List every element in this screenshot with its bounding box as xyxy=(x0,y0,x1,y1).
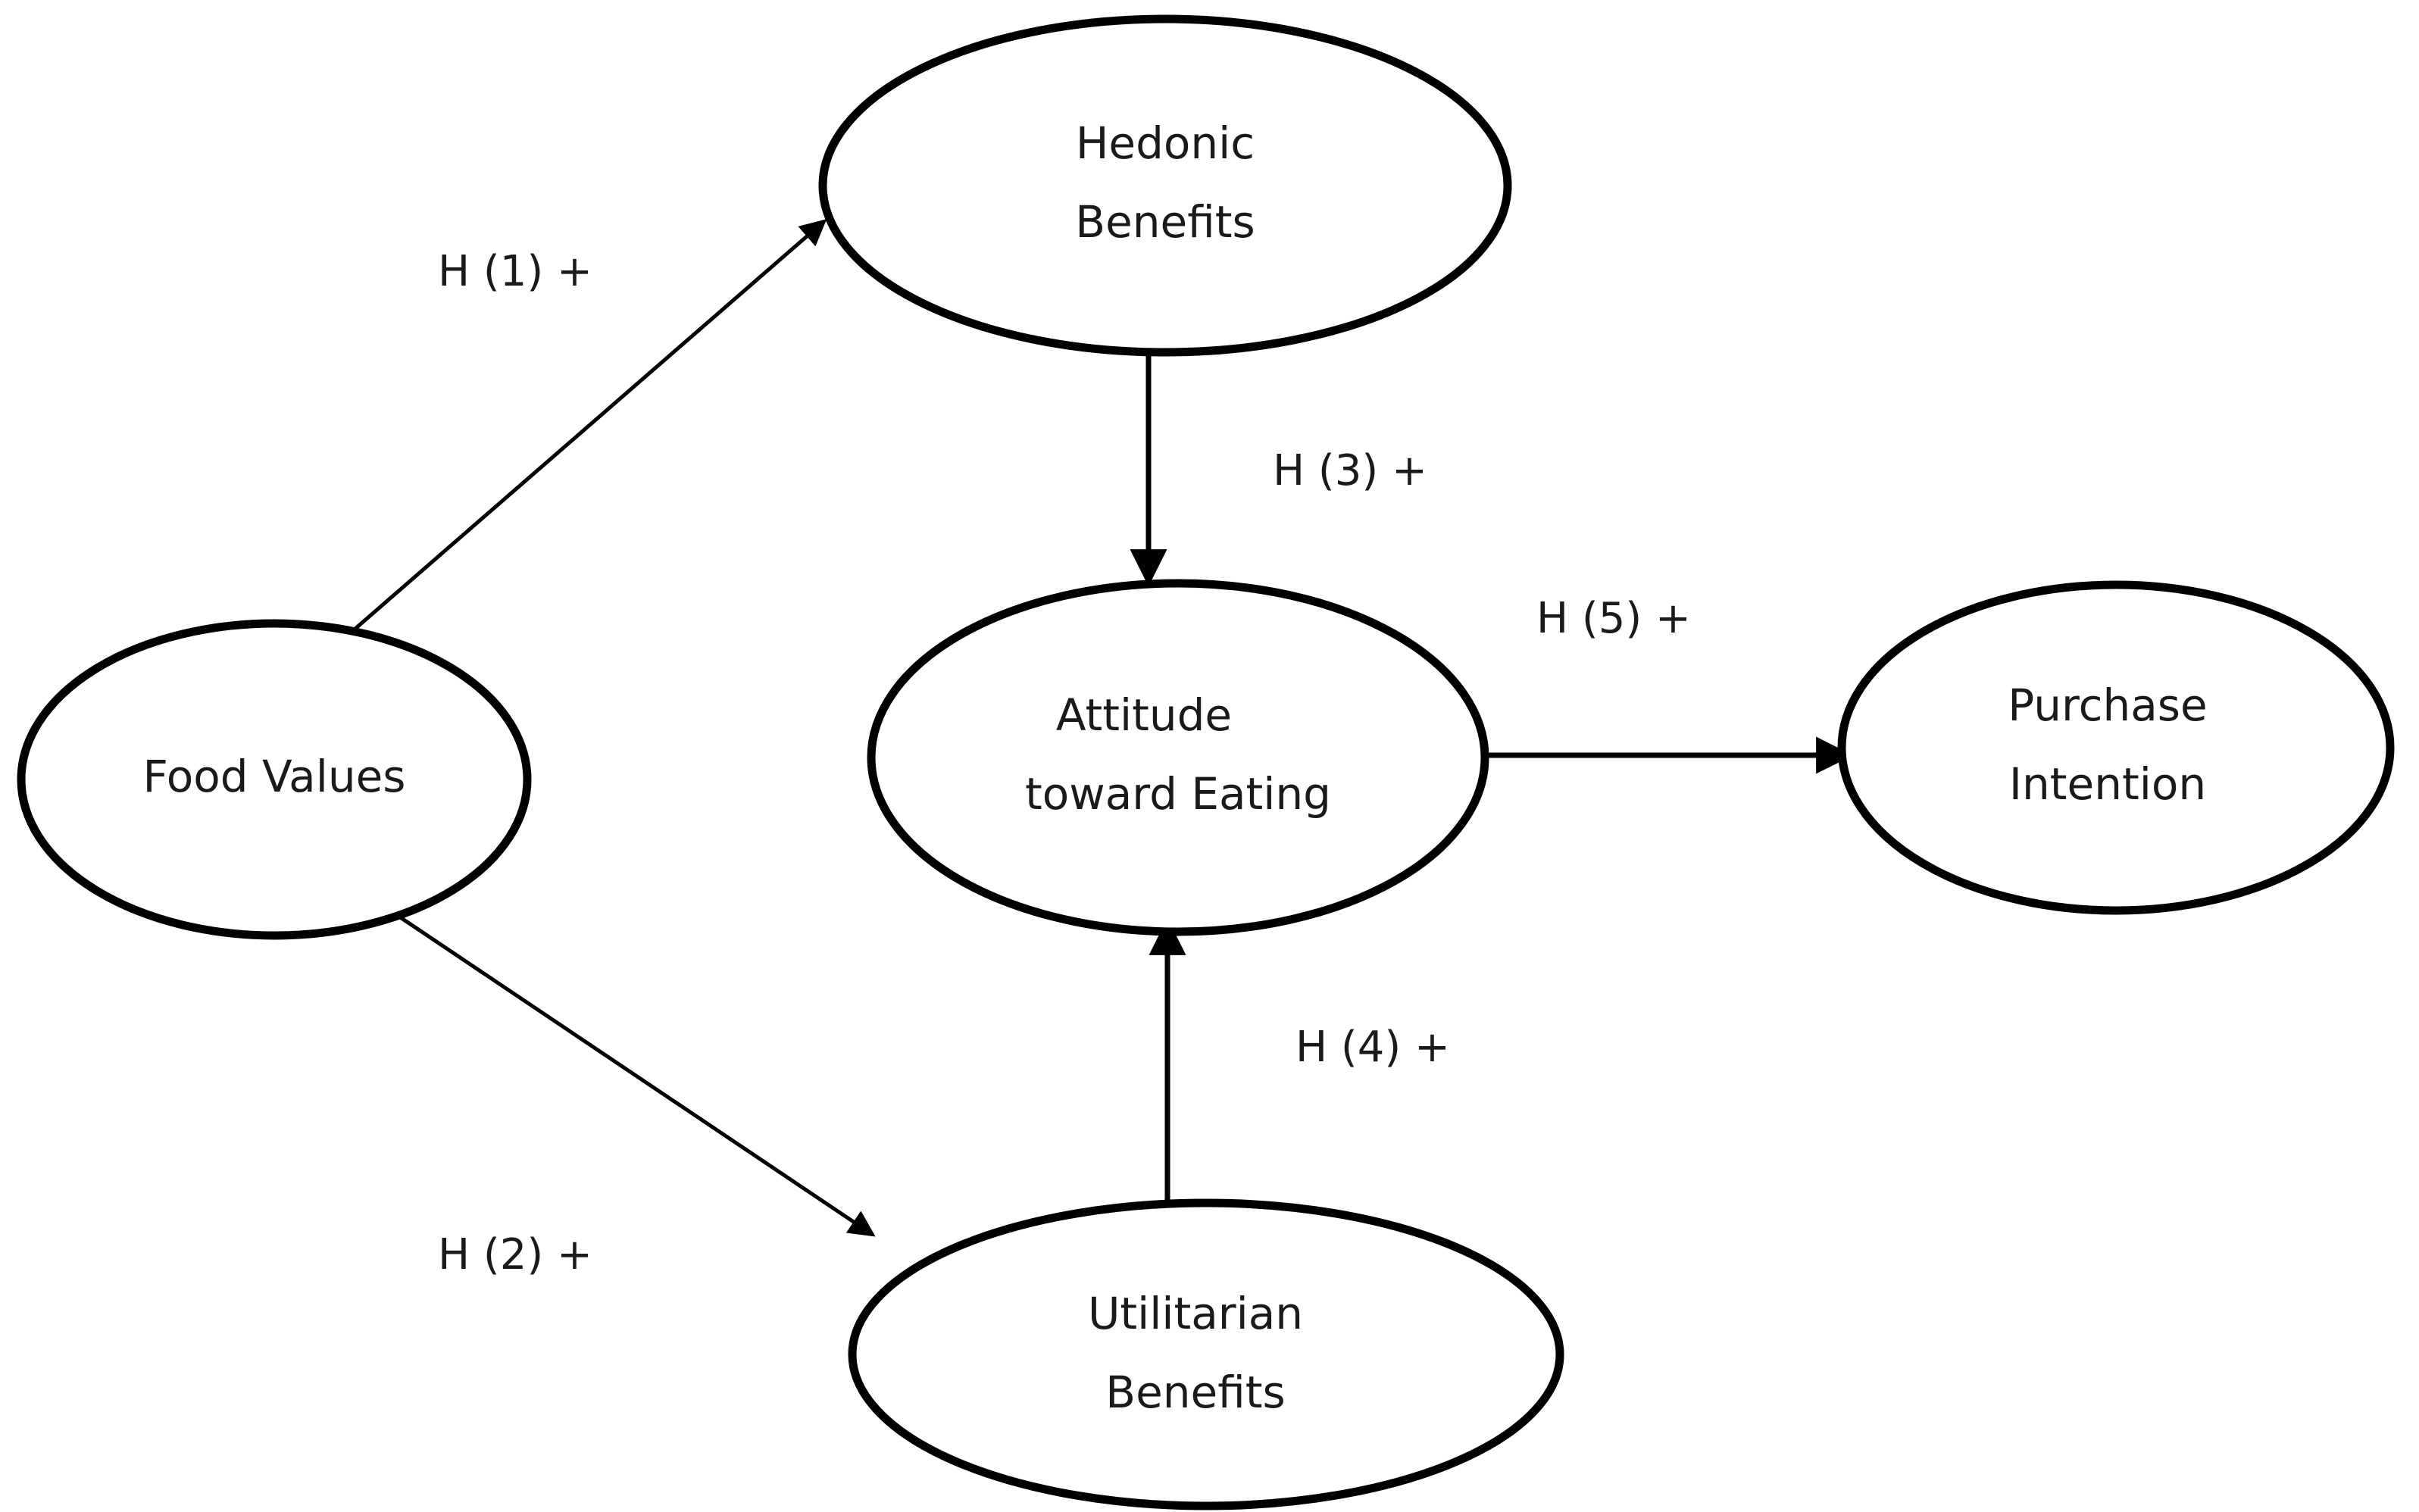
purchase-intention-ellipse[interactable] xyxy=(1837,580,2395,915)
hedonic-benefits-label-line1: Hedonic xyxy=(1076,117,1255,169)
node-attitude-toward-eating[interactable]: Attitude toward Eating xyxy=(867,579,1489,936)
edge-h1-line xyxy=(326,219,827,654)
edge-label-h4: H (4) + xyxy=(1295,1023,1450,1072)
utilitarian-benefits-label-line1: Utilitarian xyxy=(1088,1288,1303,1339)
edge-h1 xyxy=(326,219,827,654)
edge-label-h1: H (1) + xyxy=(438,247,592,296)
attitude-toward-eating-label-line2: toward Eating xyxy=(1025,768,1331,820)
edge-label-h5: H (5) + xyxy=(1536,594,1691,643)
purchase-intention-label-line1: Purchase xyxy=(2008,679,2207,731)
edge-h2-line xyxy=(386,907,876,1237)
food-values-label: Food Values xyxy=(142,751,405,802)
edge-h2 xyxy=(386,907,876,1237)
hedonic-benefits-label-line2: Benefits xyxy=(1075,196,1255,248)
purchase-intention-label-line2: Intention xyxy=(2009,758,2206,810)
node-hedonic-benefits[interactable]: Hedonic Benefits xyxy=(818,14,1512,357)
node-utilitarian-benefits[interactable]: Utilitarian Benefits xyxy=(848,1198,1564,1510)
hedonic-benefits-ellipse[interactable] xyxy=(818,14,1512,357)
node-food-values[interactable]: Food Values xyxy=(17,619,532,940)
node-purchase-intention[interactable]: Purchase Intention xyxy=(1837,580,2395,915)
food-values-ellipse[interactable] xyxy=(17,619,532,940)
attitude-toward-eating-label-line1: Attitude xyxy=(1056,689,1232,741)
edge-label-h2: H (2) + xyxy=(438,1230,592,1279)
attitude-toward-eating-ellipse[interactable] xyxy=(867,579,1489,936)
utilitarian-benefits-label-line2: Benefits xyxy=(1105,1367,1285,1418)
edge-label-h3: H (3) + xyxy=(1273,446,1427,495)
utilitarian-benefits-ellipse[interactable] xyxy=(848,1198,1564,1510)
